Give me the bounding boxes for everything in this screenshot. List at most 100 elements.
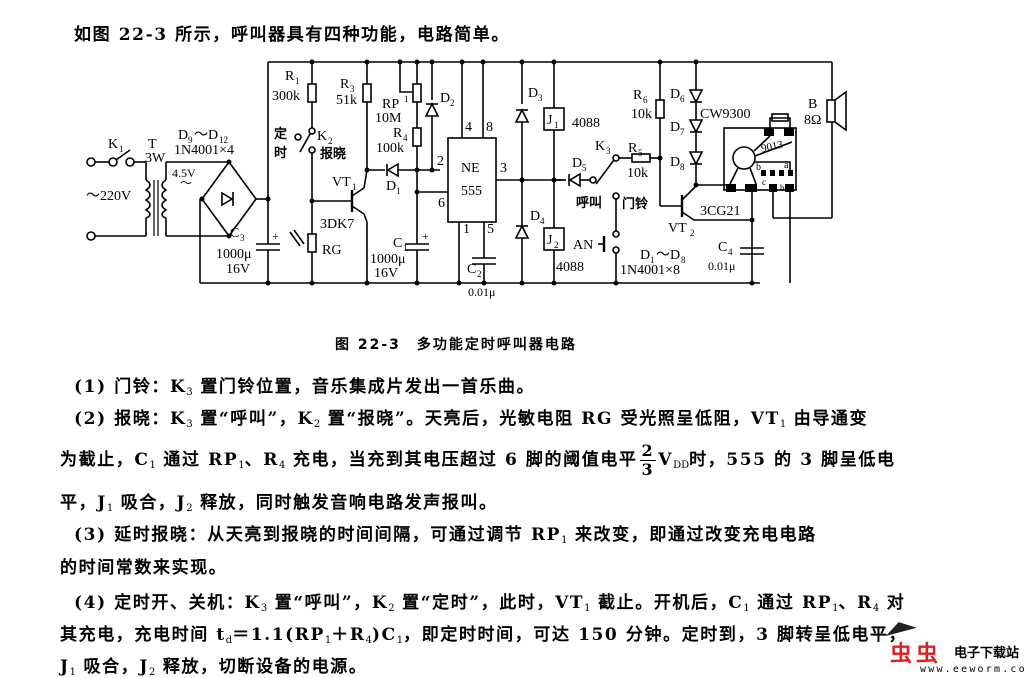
circuit-label: 10k [631,107,652,122]
circuit-label: 2 [450,98,455,108]
item-4-line-2: 其充电，充电时间 td＝1.1(RP1＋R4)C1，即定时时间，可达 150 分… [60,625,908,646]
circuit-label: 2 [690,228,695,238]
circuit-label: 4 [403,133,408,143]
item-4: (4) 定时开、关机：K3 置“呼叫”，K2 置“定时”，此时，VT1 截止。开… [74,593,906,614]
circuit-label: D [640,248,650,263]
circuit-label: 3 [606,146,611,156]
item-2-line-3: 平，J1 吸合，J2 释放，同时触发音响电路发声报叫。 [60,493,498,514]
circuit-label: 3W [145,151,166,166]
circuit-label: 6 [438,196,445,211]
circuit-label: 300k [272,89,300,104]
circuit-label: D [572,156,582,171]
circuit-label: 10M [375,111,402,126]
circuit-label: 1 [403,243,408,253]
circuit-label: 12 [219,135,228,145]
ne555-chip [447,137,497,223]
circuit-label: 1 [295,76,300,86]
circuit-label: + [422,229,429,243]
circuit-label: 2 [437,154,444,169]
circuit-label: 4088 [572,116,600,131]
circuit-label: R [633,88,643,103]
circuit-label: 3CG21 [700,204,740,219]
circuit-label: 报晓 [320,146,346,162]
circuit-label: 门铃 [622,196,648,212]
circuit-label: D [670,87,680,102]
circuit-label: R [628,141,638,156]
circuit-label: b [780,183,785,193]
circuit-label: 1N4001×8 [620,263,680,278]
watermark-logo: 虫虫 电子下载站 www.eeworm.com [880,618,1024,677]
rp1-potentiometer [412,83,422,103]
circuit-label: a [784,160,789,171]
music-chip [723,127,797,191]
circuit-label: 1N4001×4 [174,143,234,158]
circuit-label: 2 [554,240,559,250]
circuit-label: RP [382,97,399,112]
circuit-label: R [393,126,403,141]
circuit-label: 3 [350,84,355,94]
circuit-label: 9013 [760,139,785,155]
circuit-label: 0.01μ [708,259,735,273]
circuit-label: 5 [582,163,587,173]
circuit-label: 4 [728,247,733,257]
circuit-label: D [528,86,538,101]
circuit-label: 2 [328,136,333,146]
circuit-label: 4 [465,120,472,135]
circuit-label: 555 [461,184,482,199]
circuit-label: 4088 [556,260,584,275]
circuit-label: 1 [352,182,357,192]
circuit-label: K [317,129,327,144]
circuit-label: 16V [374,266,398,281]
circuit-label: 4 [540,216,545,226]
item-2: (2) 报晓：K3 置“呼叫”，K2 置“报晓”。天亮后，光敏电阻 RG 受光照… [74,409,869,430]
item-3-line-2: 的时间常数来实现。 [60,558,228,578]
circuit-label: J [547,113,553,128]
circuit-label: ～D [656,248,680,263]
circuit-label: R [340,77,350,92]
circuit-label: D [178,128,188,143]
circuit-label: 7 [680,127,685,137]
circuit-label: CW9300 [700,107,751,122]
circuit-label: D [530,209,540,224]
circuit-label: 1 [396,186,401,196]
circuit-label: C [393,236,402,251]
transformer-secondary [161,179,168,219]
k1-switch [108,157,118,167]
circuit-label: 8 [681,255,686,265]
circuit-label: 5 [638,148,643,158]
circuit-label: 9 [188,135,193,145]
circuit-label: 8 [486,120,493,135]
circuit-label: D [440,91,450,106]
circuit-label: D [670,120,680,135]
circuit-label: 0.01μ [468,285,495,299]
circuit-label: 1 [463,222,470,237]
circuit-label: K [595,139,605,154]
circuit-label: 1 [554,120,559,130]
circuit-label: 6 [680,94,685,104]
mains-label: ～220V [86,189,131,204]
circuit-label: R [285,69,295,84]
figure-caption: 图 22-3 多功能定时呼叫器电路 [335,337,577,353]
circuit-label: C [718,240,727,255]
circuit-label: AN [573,238,593,253]
circuit-label: 100k [376,141,404,156]
k1-label: K [108,137,118,152]
circuit-label: 1 [650,255,655,265]
rg-photoresistor [307,233,317,253]
circuit-label: + [272,229,279,243]
circuit-label: ～D [194,128,218,143]
watermark-mark: 虫虫 [890,642,943,667]
circuit-label: 定 [273,126,287,142]
circuit-label: T [148,137,157,152]
circuit-label: RG [322,243,341,258]
circuit-label: 4.5V [172,166,196,180]
watermark-url: www.eeworm.com [920,664,1024,675]
circuit-label: 1 [404,94,409,104]
item-3: (3) 延时报晓：从天亮到报晓的时间间隔，可通过调节 RP1 来改变，即通过改变… [74,525,817,546]
item-1: (1) 门铃：K3 置门铃位置，音乐集成片发出一首乐曲。 [74,377,536,398]
circuit-label: c [762,177,766,187]
circuit-label: 1000μ [370,252,406,267]
circuit-label: 3 [538,93,543,103]
